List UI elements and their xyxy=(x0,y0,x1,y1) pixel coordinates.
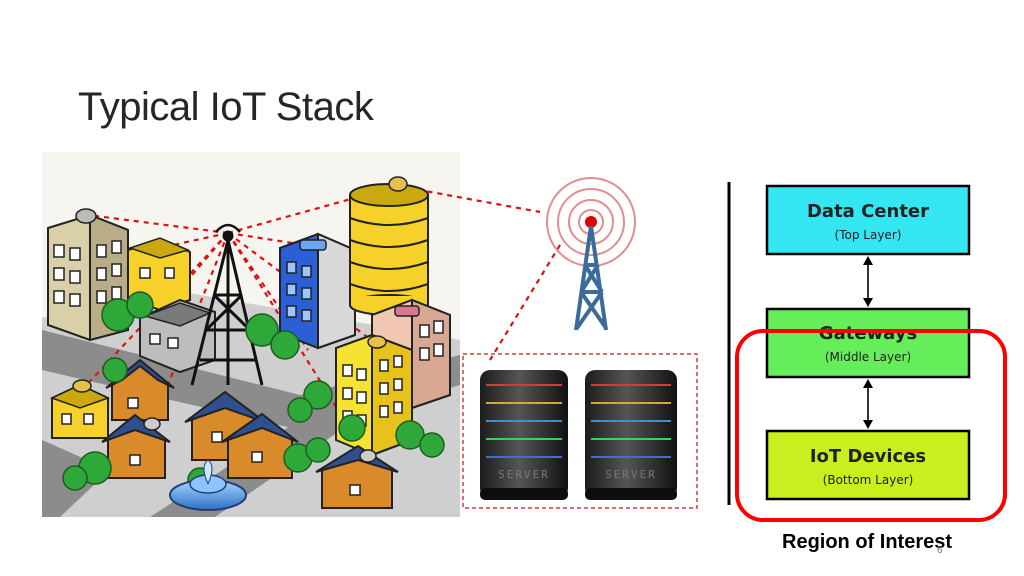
layer-gateways-name: Gateways xyxy=(819,323,917,344)
layer-data-center: Data Center (Top Layer) xyxy=(765,184,971,256)
region-of-interest-highlight xyxy=(735,329,1007,522)
layer-arrows xyxy=(863,256,873,429)
server-group-frame xyxy=(462,353,698,509)
building-blue xyxy=(279,232,356,350)
building-cylinder-tower xyxy=(349,176,429,316)
smart-city-illustration xyxy=(42,152,561,517)
server-right-label: SERVER xyxy=(605,468,657,481)
gateway-tower-icon xyxy=(546,177,636,331)
layer-data-center-name: Data Center xyxy=(807,201,929,222)
layer-gateways-sub: (Middle Layer) xyxy=(825,350,911,364)
server-left-label: SERVER xyxy=(498,468,550,481)
layer-data-center-sub: (Top Layer) xyxy=(835,228,902,242)
layer-iot-devices-name: IoT Devices xyxy=(810,446,926,467)
layer-iot-devices-sub: (Bottom Layer) xyxy=(823,473,914,487)
server-left-icon: SERVER xyxy=(480,370,568,500)
page-number: 6 xyxy=(937,545,943,556)
slide-title: Typical IoT Stack xyxy=(78,84,374,129)
server-group: SERVER SERVER xyxy=(462,353,698,509)
layer-gateways: Gateways (Middle Layer) xyxy=(765,307,971,379)
region-of-interest-caption: Region of Interest xyxy=(782,531,953,553)
layer-iot-devices: IoT Devices (Bottom Layer) xyxy=(765,429,971,501)
server-right-icon: SERVER xyxy=(585,370,677,500)
fountain xyxy=(169,459,247,511)
houses xyxy=(50,358,399,509)
city-radio-tower xyxy=(190,223,264,386)
